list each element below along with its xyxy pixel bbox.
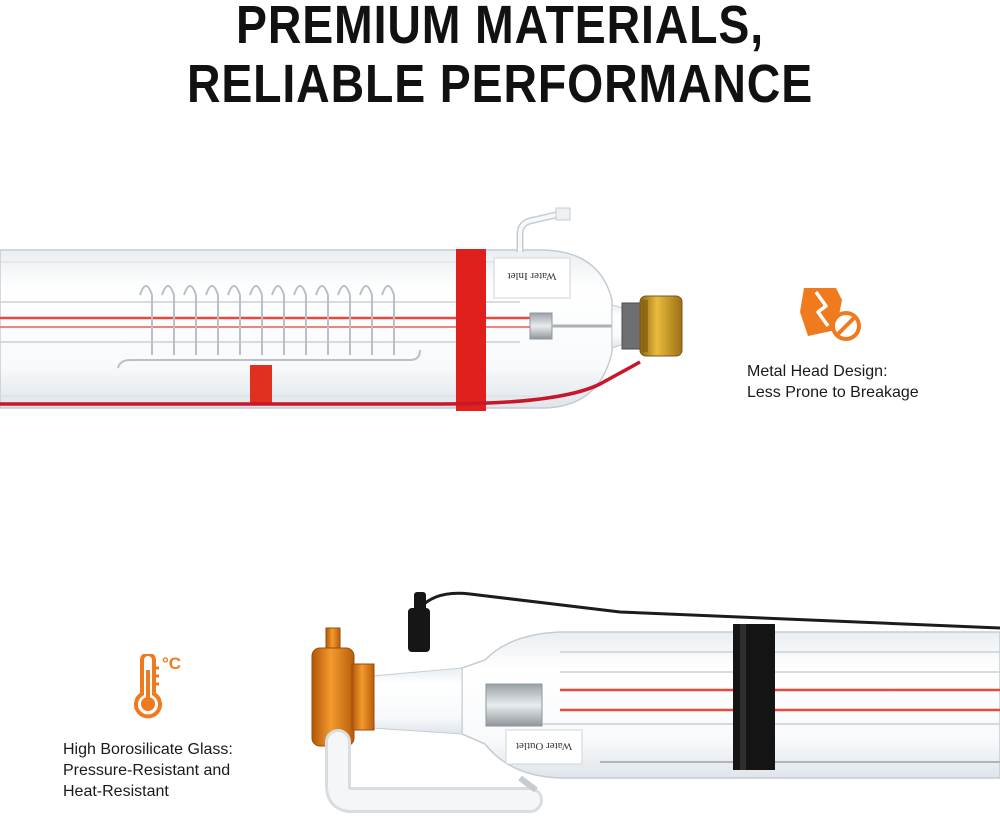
celsius-unit: °C bbox=[162, 654, 182, 673]
water-inlet-label: Water Inlet bbox=[507, 270, 557, 282]
metal-head-title: Metal Head Design: bbox=[747, 363, 888, 380]
water-outlet-label: Water Outlet bbox=[515, 740, 573, 752]
headline-line-2: RELIABLE PERFORMANCE bbox=[186, 54, 814, 114]
upper-tube bbox=[0, 207, 683, 411]
thermometer-celsius-icon bbox=[134, 654, 162, 719]
metal-head-detail: Less Prone to Breakage bbox=[747, 384, 919, 401]
borosilicate-detail-2: Heat-Resistant bbox=[63, 783, 169, 800]
metal-head-caption: Metal Head Design: Less Prone to Breakag… bbox=[747, 361, 919, 403]
headline-line-1: PREMIUM MATERIALS, bbox=[235, 0, 765, 55]
borosilicate-caption: High Borosilicate Glass: Pressure-Resist… bbox=[63, 739, 233, 802]
borosilicate-title: High Borosilicate Glass: bbox=[63, 741, 233, 758]
broken-shield-no-icon bbox=[800, 288, 861, 341]
borosilicate-detail-1: Pressure-Resistant and bbox=[63, 762, 231, 779]
lower-tube bbox=[311, 591, 1000, 813]
